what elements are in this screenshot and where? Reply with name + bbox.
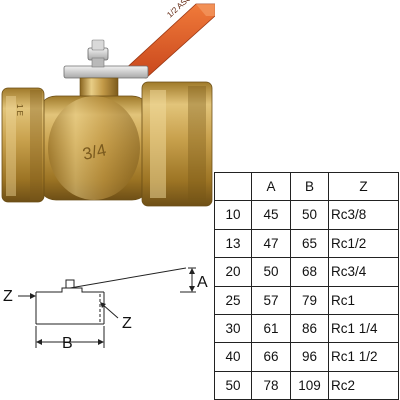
header-b: B <box>290 171 329 202</box>
cell-z: Rc1 1/2 <box>328 342 399 372</box>
cell-b: 96 <box>290 342 329 372</box>
cell-size: 20 <box>214 257 252 287</box>
table-header-row: A B Z <box>214 171 399 202</box>
cell-b: 109 <box>290 370 329 400</box>
cell-z: Rc2 <box>328 370 399 400</box>
cell-a: 78 <box>251 370 291 400</box>
cell-size: 50 <box>214 370 252 400</box>
header-size <box>214 171 252 202</box>
right-pipe-end <box>141 81 213 207</box>
cell-a: 50 <box>251 257 291 287</box>
table-row: 13 47 65 Rc1/2 <box>214 228 399 259</box>
header-z: Z <box>328 171 399 202</box>
cell-b: 86 <box>290 313 329 344</box>
label-z-right: Z <box>122 315 132 332</box>
cell-z: Rc3/4 <box>328 257 399 287</box>
table-row: 25 57 79 Rc1 <box>214 285 399 315</box>
dimension-table: A B Z 10 45 50 Rc3/8 13 47 65 Rc1/2 20 5… <box>214 171 399 400</box>
cell-z: Rc1/2 <box>328 228 399 259</box>
cell-a: 45 <box>251 200 291 230</box>
diagram-handle <box>69 267 187 289</box>
body-side-mark: 1 E <box>15 104 24 116</box>
valve-stem <box>63 39 149 79</box>
table-row: 30 61 86 Rc1 1/4 <box>214 313 399 344</box>
cell-b: 79 <box>290 285 329 315</box>
cell-b: 50 <box>290 200 329 230</box>
table-row: 50 78 109 Rc2 <box>214 370 399 400</box>
diagram-body-top <box>36 287 104 293</box>
cell-size: 30 <box>214 313 252 344</box>
header-a: A <box>251 171 291 202</box>
cell-a: 66 <box>251 342 291 372</box>
table-row: 20 50 68 Rc3/4 <box>214 257 399 287</box>
cell-z: Rc1 <box>328 285 399 315</box>
body-size-mark: 3/4 <box>81 140 108 163</box>
cell-size: 10 <box>214 200 252 230</box>
dimension-diagram: Z A B Z <box>0 258 215 358</box>
ball-valve-illustration: 1/2 ASON-EI 1 E 3/4 <box>1 0 215 207</box>
cell-size: 25 <box>214 285 252 315</box>
left-pipe-end: 1 E <box>1 87 45 203</box>
z-right-leader <box>101 303 119 319</box>
cell-z: Rc1 1/4 <box>328 313 399 344</box>
cell-a: 61 <box>251 313 291 344</box>
table-row: 10 45 50 Rc3/8 <box>214 200 399 230</box>
label-z-left: Z <box>3 288 13 305</box>
cell-b: 68 <box>290 257 329 287</box>
table-row: 40 66 96 Rc1 1/2 <box>214 342 399 372</box>
label-b: B <box>62 335 73 352</box>
cell-b: 65 <box>290 228 329 259</box>
cell-z: Rc3/8 <box>328 200 399 230</box>
cell-a: 57 <box>251 285 291 315</box>
cell-a: 47 <box>251 228 291 259</box>
ball-valve-photo: 1/2 ASON-EI 1 E 3/4 <box>0 0 215 210</box>
cell-size: 13 <box>214 228 252 259</box>
label-a: A <box>197 274 208 291</box>
dimension-schematic: Z A B Z <box>3 267 208 352</box>
cell-size: 40 <box>214 342 252 372</box>
